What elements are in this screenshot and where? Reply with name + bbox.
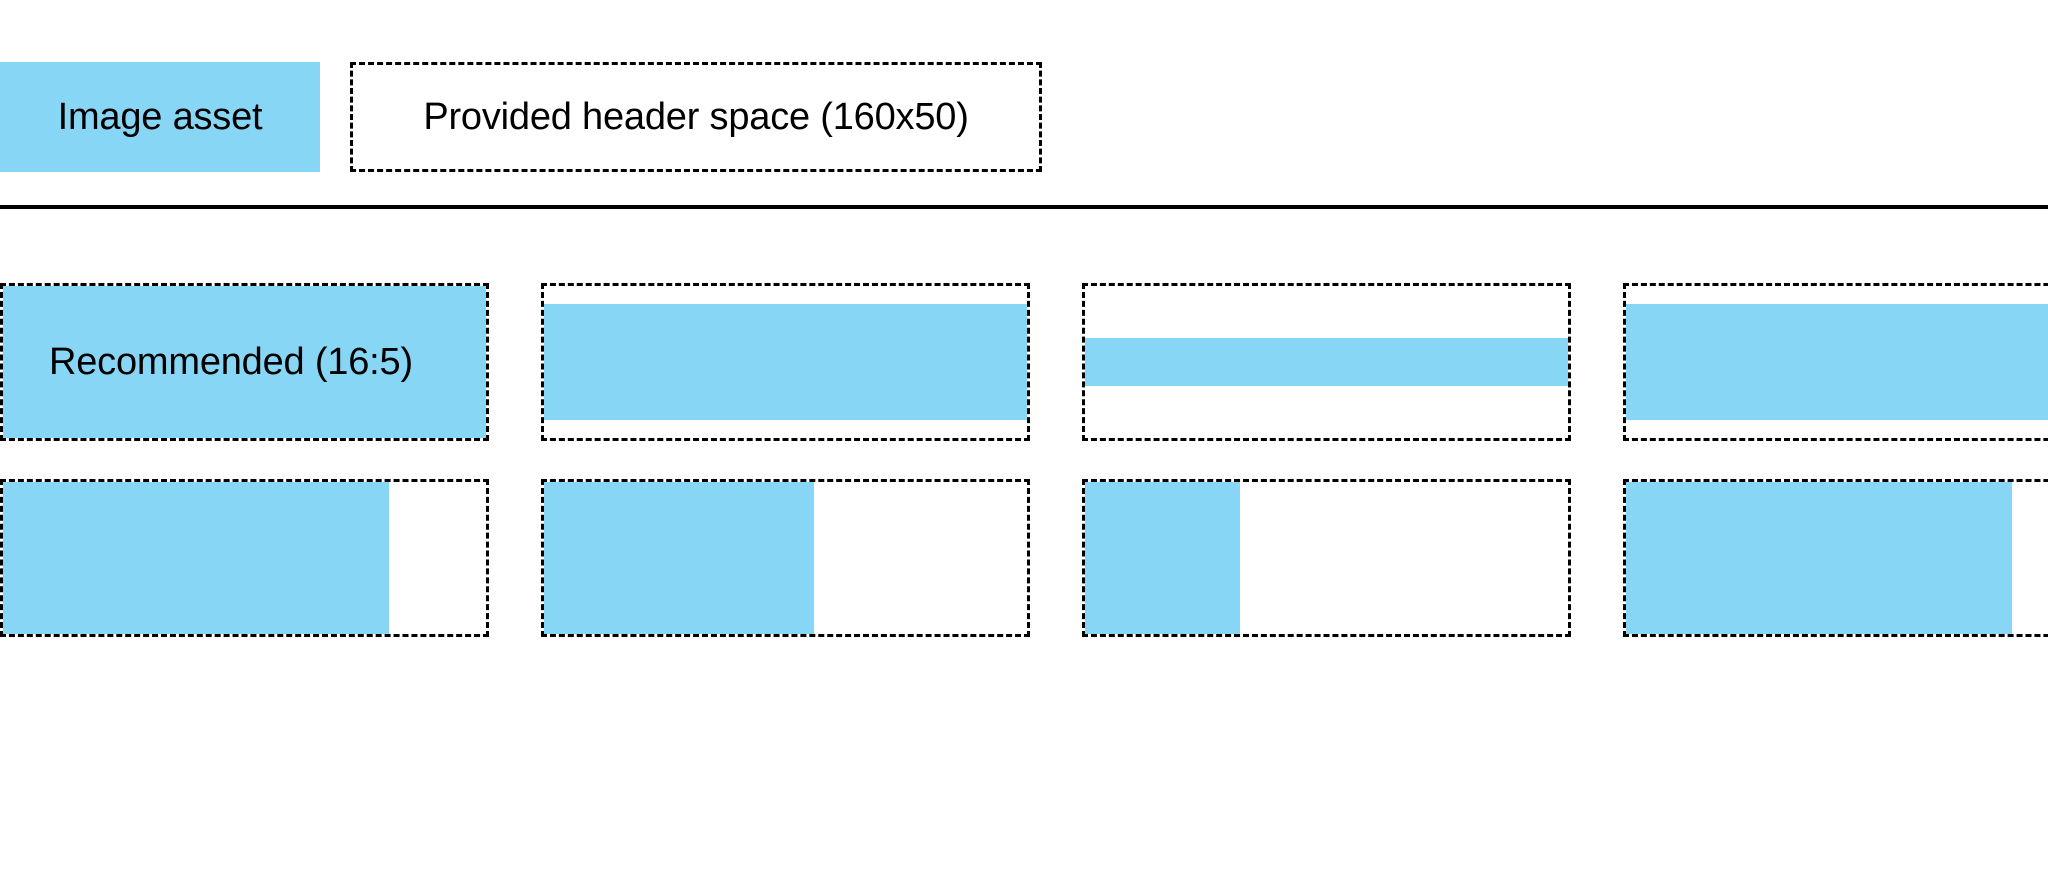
example-fill bbox=[3, 286, 486, 438]
example-fill bbox=[1626, 482, 2013, 634]
example-fill bbox=[1085, 337, 1568, 387]
example-cell bbox=[1082, 283, 1571, 441]
example-fill bbox=[1626, 304, 2048, 420]
example-cell bbox=[541, 283, 1030, 441]
section-divider bbox=[0, 205, 2048, 209]
legend-provided-space-label: Provided header space (160x50) bbox=[423, 96, 969, 138]
example-cell bbox=[1623, 479, 2048, 637]
example-cell-label: Recommended (16:5) bbox=[49, 341, 413, 383]
example-cell bbox=[541, 479, 1030, 637]
example-fill bbox=[544, 482, 815, 634]
example-cell bbox=[0, 479, 489, 637]
legend-image-asset-label: Image asset bbox=[57, 96, 263, 138]
legend-provided-space-box: Provided header space (160x50) bbox=[350, 62, 1042, 172]
example-cell: Recommended (16:5) bbox=[0, 283, 489, 441]
example-cell bbox=[1082, 479, 1571, 637]
example-fill bbox=[544, 304, 1027, 420]
example-fill bbox=[3, 482, 390, 634]
example-cell bbox=[1623, 283, 2048, 441]
legend-image-asset-swatch: Image asset bbox=[0, 62, 320, 172]
example-fill bbox=[1085, 482, 1240, 634]
